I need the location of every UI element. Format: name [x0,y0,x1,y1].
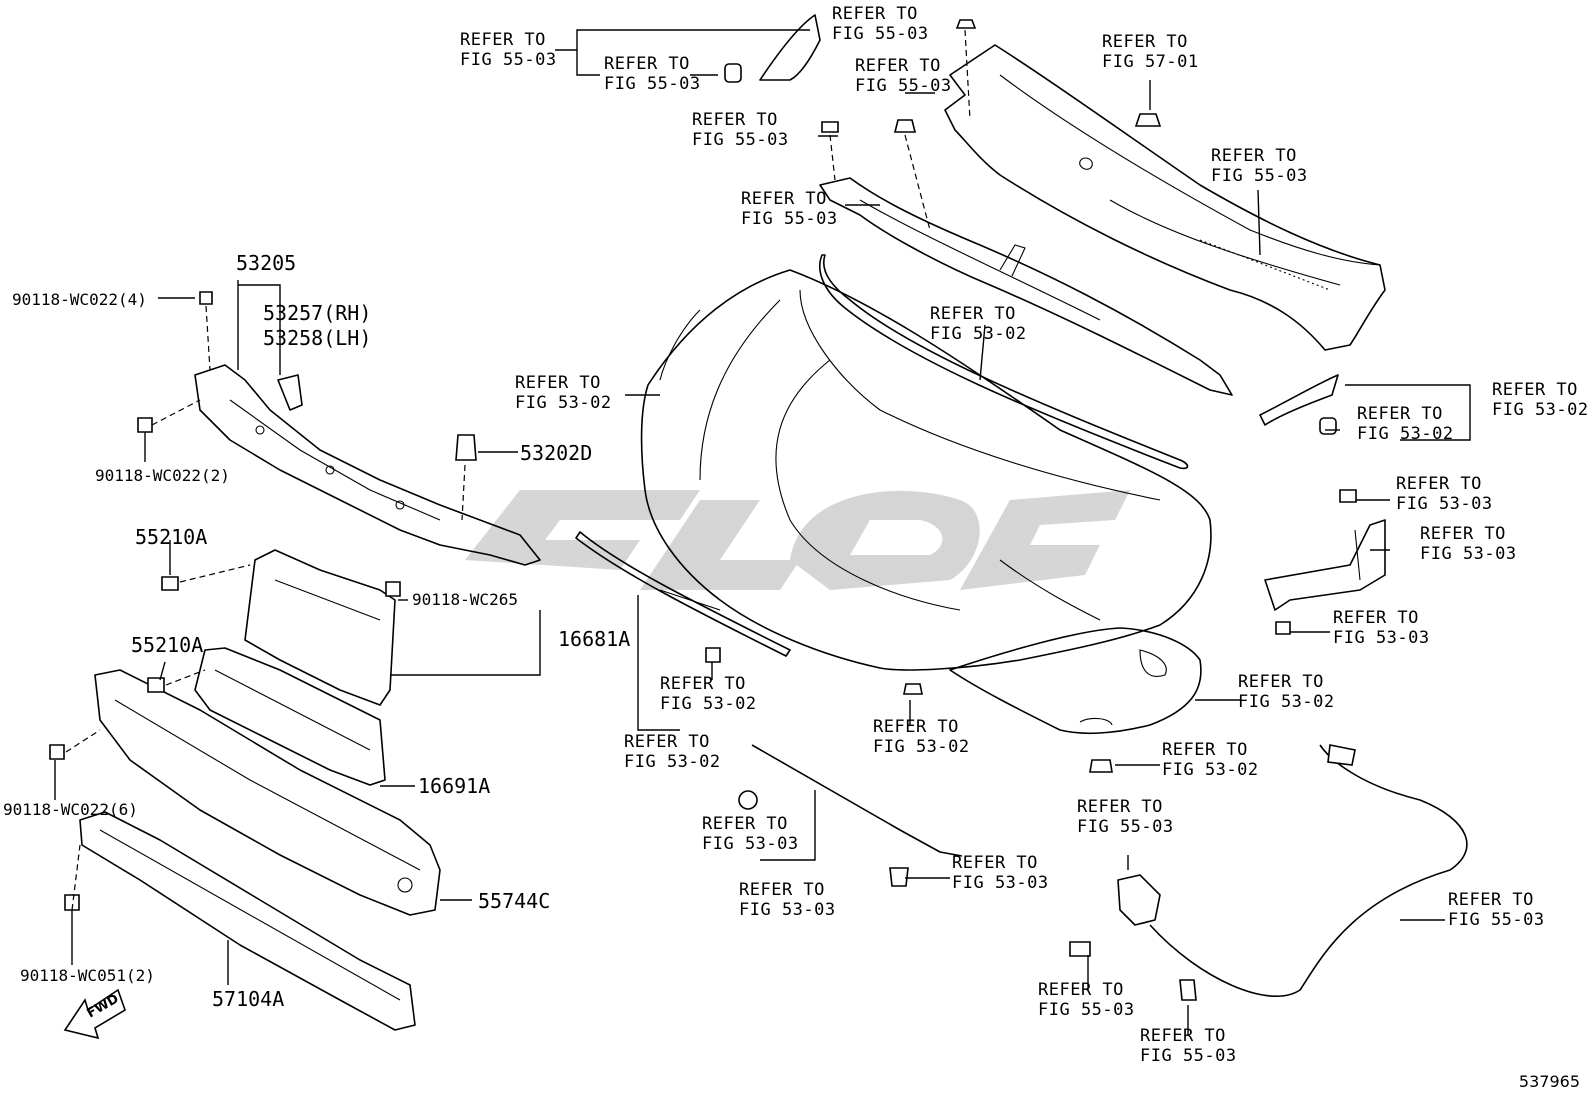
part-number-55744c[interactable]: 55744C [478,889,551,913]
refer-label[interactable]: REFER TO FIG 55-03 [832,4,929,44]
refer-label[interactable]: REFER TO FIG 53-03 [952,853,1049,893]
part-number-90118-wc022-2[interactable]: 90118-WC022(2) [95,466,230,485]
refer-label[interactable]: REFER TO FIG 53-03 [702,814,799,854]
leader-lines [54,29,1471,1035]
part-number-53202d[interactable]: 53202D [520,441,593,465]
air-guide-16681a [244,549,396,706]
hood-cushion-53202d [455,434,477,461]
refer-label[interactable]: REFER TO FIG 55-03 [604,54,701,94]
refer-label[interactable]: REFER TO FIG 53-02 [1162,740,1259,780]
refer-label[interactable]: REFER TO FIG 53-03 [1396,474,1493,514]
hood-panel [640,269,1212,671]
refer-label[interactable]: REFER TO FIG 53-02 [660,674,757,714]
refer-label[interactable]: REFER TO FIG 55-03 [692,110,789,150]
cowl-side-cover-right [1259,374,1339,426]
hood-release-cable [1149,744,1468,1001]
refer-label[interactable]: REFER TO FIG 55-03 [855,56,952,96]
hood-hinge [1264,519,1386,611]
refer-label[interactable]: REFER TO FIG 57-01 [1102,32,1199,72]
refer-label[interactable]: REFER TO FIG 53-02 [930,304,1027,344]
refer-label[interactable]: REFER TO FIG 53-02 [515,373,612,413]
refer-label[interactable]: REFER TO FIG 53-02 [1357,404,1454,444]
refer-label[interactable]: REFER TO FIG 55-03 [741,189,838,229]
part-number-57104a[interactable]: 57104A [212,987,285,1011]
refer-label[interactable]: REFER TO FIG 53-02 [1238,672,1335,712]
hood-support-rod [751,744,963,887]
refer-label[interactable]: REFER TO FIG 53-02 [873,717,970,757]
refer-label[interactable]: REFER TO FIG 55-03 [1077,797,1174,837]
fwd-arrow-icon: FWD [63,988,126,1040]
radiator-support-upper [194,364,541,566]
part-number-90118-wc022-4[interactable]: 90118-WC022(4) [12,290,147,309]
watermark [465,490,1130,590]
hood-lock-bracket [277,374,303,411]
refer-label[interactable]: REFER TO FIG 55-03 [460,30,557,70]
hood-seal [818,254,1189,470]
refer-label[interactable]: REFER TO FIG 53-03 [1333,608,1430,648]
part-number-53257[interactable]: 53257(RH) [263,301,372,325]
cowl-top-panel [944,44,1386,351]
refer-label[interactable]: REFER TO FIG 55-03 [1211,146,1308,186]
part-number-55210a[interactable]: 55210A [135,525,208,549]
refer-label[interactable]: REFER TO FIG 55-03 [1140,1026,1237,1066]
diagram-id: 537965 [1518,1072,1580,1091]
cowl-side-cover-left [759,14,821,81]
refer-label[interactable]: REFER TO FIG 53-03 [739,880,836,920]
cowl-lower-panel [819,177,1233,396]
refer-label[interactable]: REFER TO FIG 55-03 [1448,890,1545,930]
hood-front-molding [575,531,791,657]
part-number-90118-wc265[interactable]: 90118-WC265 [412,590,518,609]
hood-lock [1117,874,1161,926]
part-number-16691a[interactable]: 16691A [418,774,491,798]
bumper-reinforcement-55744c [94,669,441,916]
part-number-53258[interactable]: 53258(LH) [263,326,372,350]
refer-label[interactable]: REFER TO FIG 53-02 [1492,380,1589,420]
hood-inner-panel [949,627,1202,735]
refer-label[interactable]: REFER TO FIG 55-03 [1038,980,1135,1020]
part-number-16681a[interactable]: 16681A [558,627,631,651]
part-number-53205[interactable]: 53205 [236,251,297,275]
air-guide-16691a [194,647,386,786]
part-number-90118-wc051-2[interactable]: 90118-WC051(2) [20,966,155,985]
clip-fasteners [705,19,1357,957]
refer-label[interactable]: REFER TO FIG 53-02 [624,732,721,772]
bumper-arm-57104a [79,811,416,1031]
part-number-55210a[interactable]: 55210A [131,633,204,657]
refer-label[interactable]: REFER TO FIG 53-03 [1420,524,1517,564]
part-number-90118-wc022-6[interactable]: 90118-WC022(6) [3,800,138,819]
